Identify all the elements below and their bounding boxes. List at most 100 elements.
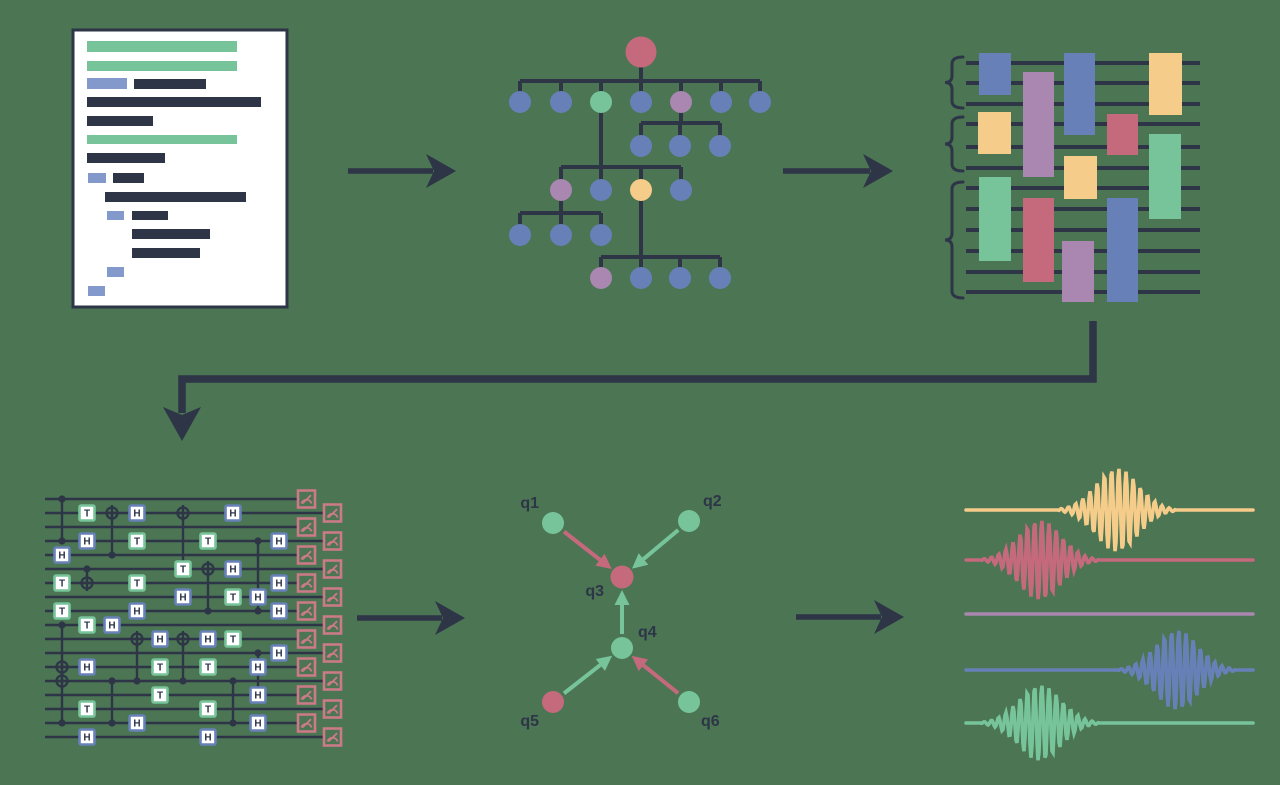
tree-node [590, 224, 612, 246]
code-line-bar [88, 173, 106, 183]
gate-T [78, 504, 96, 522]
gate-letter: H [83, 663, 90, 674]
gate-H [151, 630, 169, 648]
gate-H [270, 532, 288, 550]
measure-box [322, 727, 343, 747]
control-dot [58, 719, 66, 727]
gate-H [270, 574, 288, 592]
tree-node [670, 179, 692, 201]
flow-arrow-head [426, 154, 456, 188]
pulse-waveform-green [964, 685, 1255, 761]
tree-node [509, 224, 531, 246]
measure-needle-icon [301, 522, 312, 533]
tree-node [710, 91, 732, 113]
measure-box [296, 489, 317, 509]
gate-letter: H [133, 719, 140, 730]
code-line-bar [132, 229, 210, 239]
graph-node-label-q4: q4 [638, 624, 657, 641]
pulse-waveform-yellow [964, 468, 1255, 552]
group-brace [944, 180, 965, 300]
control-dot [254, 537, 262, 545]
gate-T [224, 588, 242, 606]
code-line-bar [107, 267, 124, 277]
graph-edge [642, 663, 680, 695]
gate-letter: T [205, 663, 211, 674]
graph-node-label-q6: q6 [701, 713, 720, 730]
graph-edge-arrowhead [595, 553, 612, 569]
measure-needle-icon [301, 662, 312, 673]
source-code-panel [71, 28, 289, 309]
gate-letter: T [134, 579, 140, 590]
measure-box [296, 601, 317, 621]
gate-H [199, 728, 217, 746]
gate-T [53, 602, 71, 620]
gate-letter: T [59, 607, 65, 618]
graph-edge-arrowhead [631, 553, 649, 569]
graph-node-label-q3: q3 [585, 583, 604, 600]
control-dot [204, 607, 212, 615]
graph-node-label-q5: q5 [520, 713, 539, 730]
gate-letter: H [275, 607, 282, 618]
gate-letter: H [83, 733, 90, 744]
pulse-waveform-panel [964, 468, 1255, 761]
measure-needle-icon [301, 690, 312, 701]
gate-H [249, 686, 267, 704]
gate-H [224, 504, 242, 522]
gate-letter: T [157, 691, 163, 702]
gate-letter: T [84, 621, 90, 632]
tree-node [550, 91, 572, 113]
gate-letter: H [179, 593, 186, 604]
gate-H [78, 658, 96, 676]
tree-node [670, 91, 692, 113]
flow-arrow-head [874, 600, 904, 634]
document-page [71, 28, 289, 309]
graph-node-q4 [611, 637, 633, 659]
tree-node [590, 179, 612, 201]
tree-node [669, 135, 691, 157]
control-dot [133, 677, 141, 685]
gate-T [53, 574, 71, 592]
gate-letter: H [275, 579, 282, 590]
gate-letter: H [58, 551, 65, 562]
schedule-block [1149, 134, 1181, 219]
tree-node [509, 91, 531, 113]
measure-box [296, 685, 317, 705]
gate-T [224, 630, 242, 648]
schedule-block [1064, 53, 1095, 135]
group-brace [944, 55, 965, 110]
gate-H [53, 546, 71, 564]
measure-box [322, 671, 343, 691]
code-line-bar [107, 211, 124, 220]
measure-needle-icon [327, 704, 338, 715]
gate-letter: H [108, 621, 115, 632]
gate-letter: H [229, 565, 236, 576]
schedule-block [1107, 198, 1138, 302]
tree-node [709, 267, 731, 289]
tree-node [590, 267, 612, 289]
code-line-bar [113, 173, 144, 183]
graph-node-q5 [542, 691, 564, 713]
gate-T [199, 532, 217, 550]
gate-letter: H [204, 635, 211, 646]
gate-H [78, 532, 96, 550]
control-dot [58, 537, 66, 545]
measure-box [296, 573, 317, 593]
code-line-bar [88, 286, 105, 296]
gate-letter: H [83, 537, 90, 548]
graph-edge [642, 528, 680, 561]
gate-T [151, 686, 169, 704]
schedule-block [979, 177, 1011, 261]
measure-box [322, 699, 343, 719]
gate-letter: H [133, 509, 140, 520]
gate-H [199, 630, 217, 648]
control-dot [254, 649, 262, 657]
gate-letter: T [205, 705, 211, 716]
flow-arrows [163, 154, 1097, 635]
graph-edge [562, 663, 602, 695]
gate-H [249, 588, 267, 606]
measure-box [296, 545, 317, 565]
measure-box [322, 643, 343, 663]
gate-H [270, 602, 288, 620]
